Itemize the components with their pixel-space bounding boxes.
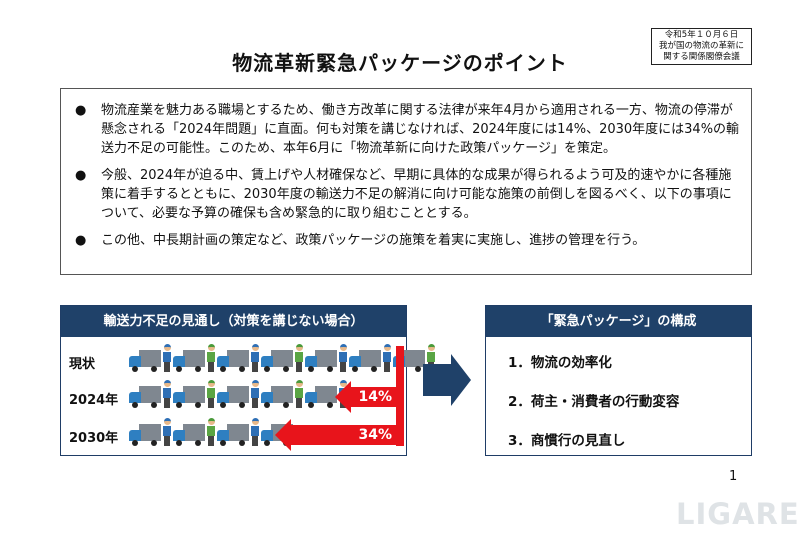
bullet-icon: ● [75,168,87,183]
icon-row [129,344,435,372]
package-item: 2．荷主・消費者の行動変容 [508,394,680,410]
driver-icon [163,380,171,408]
bullet-text: 今般、2024年が迫る中、賃上げや人材確保など、早期に具体的な成果が得られるよう… [101,168,732,221]
bullet-icon: ● [75,233,87,248]
page-title: 物流革新緊急パッケージのポイント [232,51,568,75]
driver-icon [207,380,215,408]
driver-icon [163,418,171,446]
truck-icon [349,350,381,372]
truck-icon [217,386,249,408]
row-label: 現状 [69,357,96,372]
driver-icon [251,344,259,372]
driver-icon [295,380,303,408]
truck-icon [129,386,161,408]
truck-icon [217,424,249,446]
package-item: 1．物流の効率化 [508,355,612,371]
panel-header: 輸送力不足の見通し（対策を講じない場合） [61,306,406,337]
panel-header: 「緊急パッケージ」の構成 [486,306,751,337]
bullet-item: ● 今般、2024年が迫る中、賃上げや人材確保など、早期に具体的な成果が得られるよ… [75,166,741,223]
emergency-package-panel: 「緊急パッケージ」の構成 1．物流の効率化 2．荷主・消費者の行動変容 3．商慣… [485,305,752,456]
truck-icon [261,350,293,372]
truck-icon [173,424,205,446]
meeting-stamp: 令和5年１０月６日 我が国の物流の革新に 関する関係閣僚会議 [651,28,752,65]
driver-icon [207,344,215,372]
bullet-text: 物流産業を魅力ある職場とするため、働き方改革に関する法律が来年4月から適用される… [101,103,740,156]
truck-icon [129,350,161,372]
icon-row [129,418,293,446]
driver-icon [339,344,347,372]
truck-icon [305,386,337,408]
icon-row [129,380,347,408]
page-number: 1 [729,469,738,484]
truck-icon [129,424,161,446]
driver-icon [251,380,259,408]
stamp-line: 我が国の物流の革新に [658,41,744,51]
transport-shortage-panel: 輸送力不足の見通し（対策を講じない場合） 現状 2024年 2030年 14% … [60,305,435,456]
bullet-item: ● 物流産業を魅力ある職場とするため、働き方改革に関する法律が来年4月から適用され… [75,101,741,158]
driver-icon [383,344,391,372]
stamp-line: 関する関係閣僚会議 [663,52,740,62]
watermark-logo: LIGARE [676,497,800,531]
bullet-icon: ● [75,103,87,118]
bullet-item: ● この他、中長期計画の策定など、政策パッケージの施策を着実に実施し、進捗の管理を… [75,231,741,250]
bullet-text: この他、中長期計画の策定など、政策パッケージの施策を着実に実施し、進捗の管理を行… [101,233,646,248]
right-arrow-icon [423,354,471,406]
driver-icon [295,344,303,372]
truck-icon [305,350,337,372]
driver-icon [163,344,171,372]
row-label: 2024年 [69,393,119,408]
driver-icon [251,418,259,446]
truck-icon [173,350,205,372]
truck-icon [261,386,293,408]
stamp-date: 令和5年１０月６日 [664,30,739,40]
truck-icon [217,350,249,372]
row-label: 2030年 [69,431,119,446]
truck-icon [173,386,205,408]
shortage-arrow-2024: 14% [335,381,404,413]
shortage-arrow-2030: 34% [275,419,404,451]
package-item: 3．商慣行の見直し [508,433,626,449]
driver-icon [207,418,215,446]
summary-box: ● 物流産業を魅力ある職場とするため、働き方改革に関する法律が来年4月から適用され… [60,88,752,275]
